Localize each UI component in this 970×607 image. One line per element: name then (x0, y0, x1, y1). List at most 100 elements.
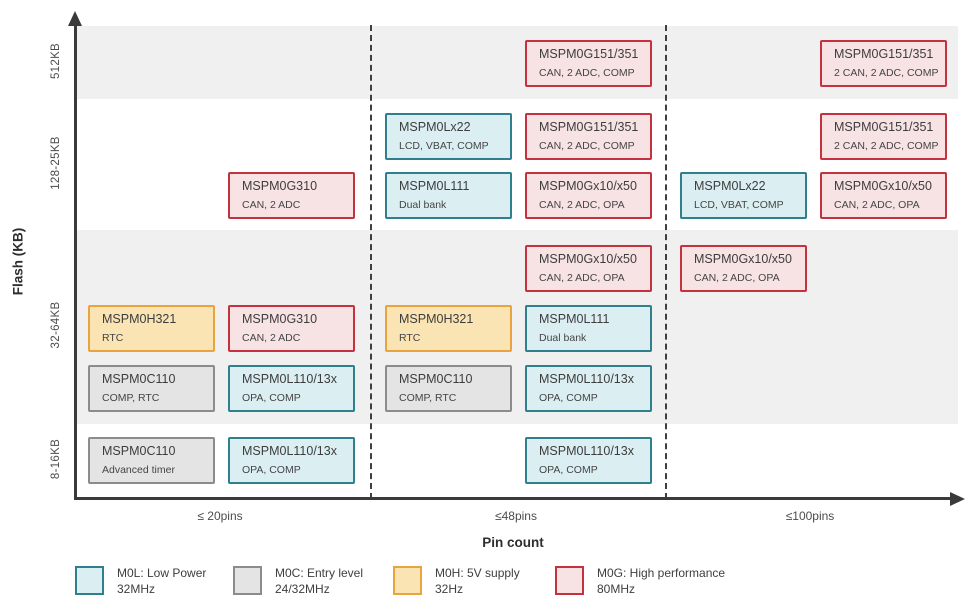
product-name: MSPM0G151/351 (539, 47, 639, 61)
product-features: 2 CAN, 2 ADC, COMP (834, 67, 939, 79)
legend-item: M0L: Low Power 32MHz (75, 566, 206, 597)
product-features: Advanced timer (102, 464, 175, 476)
column-divider (370, 25, 372, 499)
product-name: MSPM0Gx10/x50 (694, 252, 792, 266)
y-axis-arrow-icon (68, 11, 82, 26)
legend-label: M0H: 5V supply (435, 566, 520, 580)
legend-sub: 80MHz (597, 582, 636, 596)
legend-swatch (75, 566, 104, 595)
x-axis-line (74, 497, 951, 500)
flash-band (76, 26, 958, 99)
flash-band (76, 230, 958, 424)
pin-tick-label: ≤ 20pins (197, 509, 243, 523)
legend-sub: 32MHz (117, 582, 156, 596)
legend-text: M0H: 5V supply 32Hz (435, 565, 520, 597)
product-name: MSPM0G151/351 (539, 120, 639, 134)
legend-sub: 24/32MHz (275, 582, 330, 596)
product-features: Dual bank (399, 199, 447, 211)
x-axis-arrow-icon (950, 491, 965, 506)
legend-swatch (393, 566, 422, 595)
legend-swatch (555, 566, 584, 595)
product-name: MSPM0G310 (242, 179, 318, 193)
product-features: OPA, COMP (539, 464, 598, 476)
product-features: RTC (102, 332, 124, 344)
product-features: OPA, COMP (242, 464, 301, 476)
product-name: MSPM0L111 (539, 312, 610, 326)
product-name: MSPM0Lx22 (399, 120, 471, 134)
legend-label: M0L: Low Power (117, 566, 207, 580)
product-features: OPA, COMP (539, 392, 598, 404)
column-divider (665, 25, 667, 499)
legend-item: M0H: 5V supply 32Hz (393, 566, 520, 597)
product-features: LCD, VBAT, COMP (399, 140, 489, 152)
pin-tick-label: ≤48pins (495, 509, 537, 523)
legend-text: M0L: Low Power 32MHz (117, 565, 206, 597)
product-features: RTC (399, 332, 421, 344)
product-name: MSPM0G310 (242, 312, 318, 326)
product-name: MSPM0Gx10/x50 (539, 252, 637, 266)
product-features: COMP, RTC (102, 392, 160, 404)
product-name: MSPM0Gx10/x50 (834, 179, 932, 193)
product-name: MSPM0Lx22 (694, 179, 766, 193)
product-features: CAN, 2 ADC, OPA (539, 199, 625, 211)
product-name: MSPM0L110/13x (539, 372, 634, 386)
product-name: MSPM0L110/13x (242, 444, 337, 458)
legend-text: M0G: High performance 80MHz (597, 565, 725, 597)
legend-sub: 32Hz (435, 582, 464, 596)
product-features: OPA, COMP (242, 392, 301, 404)
product-name: MSPM0Gx10/x50 (539, 179, 637, 193)
product-features: COMP, RTC (399, 392, 457, 404)
product-name: MSPM0L111 (399, 179, 470, 193)
product-name: MSPM0L110/13x (242, 372, 337, 386)
pin-tick-label: ≤100pins (785, 509, 835, 523)
product-features: CAN, 2 ADC, COMP (539, 67, 635, 79)
product-features: CAN, 2 ADC (242, 199, 301, 211)
product-name: MSPM0L110/13x (539, 444, 634, 458)
legend-item: M0G: High performance 80MHz (555, 566, 725, 597)
product-features: CAN, 2 ADC (242, 332, 301, 344)
product-features: 2 CAN, 2 ADC, COMP (834, 140, 939, 152)
product-name: MSPM0C110 (102, 372, 176, 386)
product-features: CAN, 2 ADC, OPA (539, 272, 625, 284)
product-name: MSPM0H321 (102, 312, 177, 326)
x-axis-title: Pin count (482, 535, 544, 550)
product-name: MSPM0H321 (399, 312, 474, 326)
legend-swatch (233, 566, 262, 595)
product-name: MSPM0G151/351 (834, 120, 934, 134)
product-features: CAN, 2 ADC, COMP (539, 140, 635, 152)
flash-band (76, 424, 958, 497)
legend-label: M0G: High performance (597, 566, 726, 580)
product-name: MSPM0C110 (102, 444, 176, 458)
product-features: Dual bank (539, 332, 587, 344)
product-box: MSPM0G151/351 2 CAN, 2 ADC, COMP (820, 113, 947, 160)
y-axis-line (74, 24, 77, 499)
